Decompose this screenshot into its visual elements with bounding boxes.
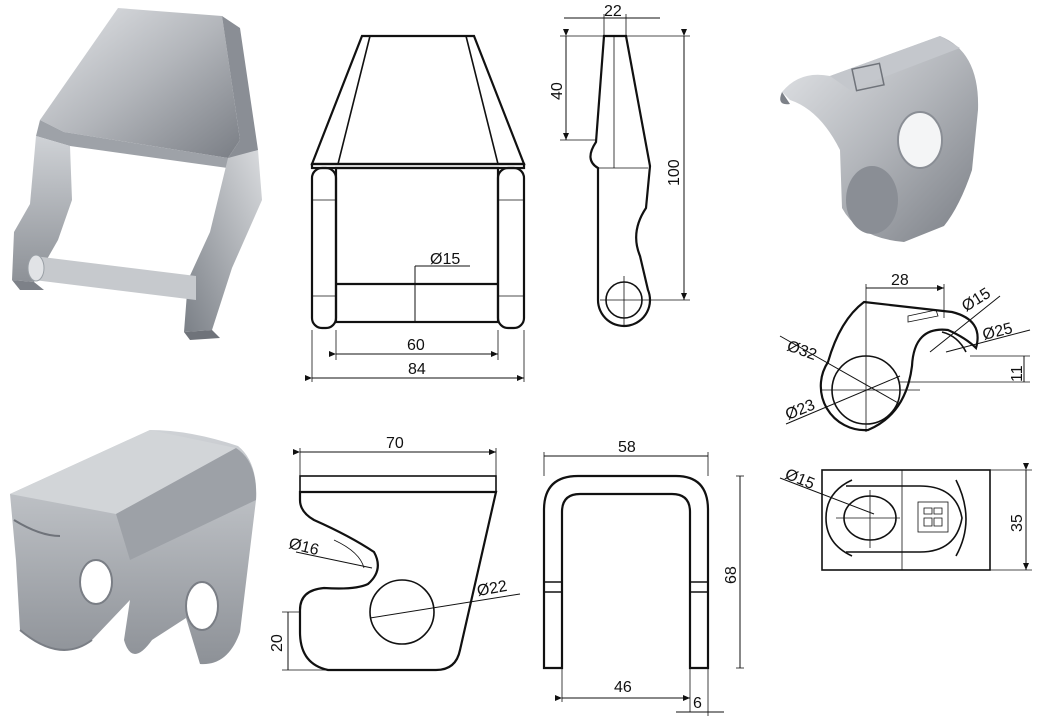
dim-front-inner-width: 60 [407, 337, 425, 354]
dim-plate-dia-22: Ø22 [476, 578, 509, 600]
plate-view: 70 Ø16 Ø22 20 [269, 435, 521, 672]
dim-plate-width: 70 [386, 435, 404, 452]
dim-plate-dia-16: Ø16 [287, 535, 321, 559]
render-bracket-top-left [12, 8, 262, 340]
dim-plate-height: 20 [269, 634, 286, 652]
u-view: 58 68 46 6 [542, 439, 744, 716]
side-view-bracket: 22 40 100 [549, 3, 690, 328]
render-fork-bottom-left [10, 430, 257, 665]
render-clamp-top-right [780, 36, 979, 242]
plan-view-clamp: Ø15 35 [779, 463, 1032, 571]
dim-profile-width: 28 [891, 272, 909, 289]
dim-side-top-height: 40 [549, 82, 566, 100]
front-view-bracket: Ø15 60 84 [305, 34, 526, 382]
dim-plan-height: 35 [1009, 514, 1026, 532]
dim-u-inner: 46 [614, 679, 632, 696]
dim-side-total-height: 100 [666, 159, 683, 186]
dim-profile-dia-23: Ø23 [783, 397, 818, 424]
profile-view-clamp: 28 Ø15 Ø25 11 Ø32 Ø23 [779, 272, 1031, 432]
dim-u-height: 68 [723, 566, 740, 584]
dim-profile-dia-32: Ø32 [785, 338, 819, 364]
dim-profile-dia-25: Ø25 [981, 320, 1015, 344]
dim-profile-dia-15: Ø15 [959, 285, 994, 315]
dim-profile-offset: 11 [1009, 365, 1026, 382]
dim-side-width: 22 [604, 3, 622, 20]
dim-front-pin-dia: Ø15 [430, 251, 460, 268]
dim-u-width: 58 [618, 439, 636, 456]
dim-front-outer-width: 84 [408, 361, 426, 378]
dim-u-thickness: 6 [693, 695, 702, 712]
dim-plan-dia: Ø15 [783, 466, 818, 493]
